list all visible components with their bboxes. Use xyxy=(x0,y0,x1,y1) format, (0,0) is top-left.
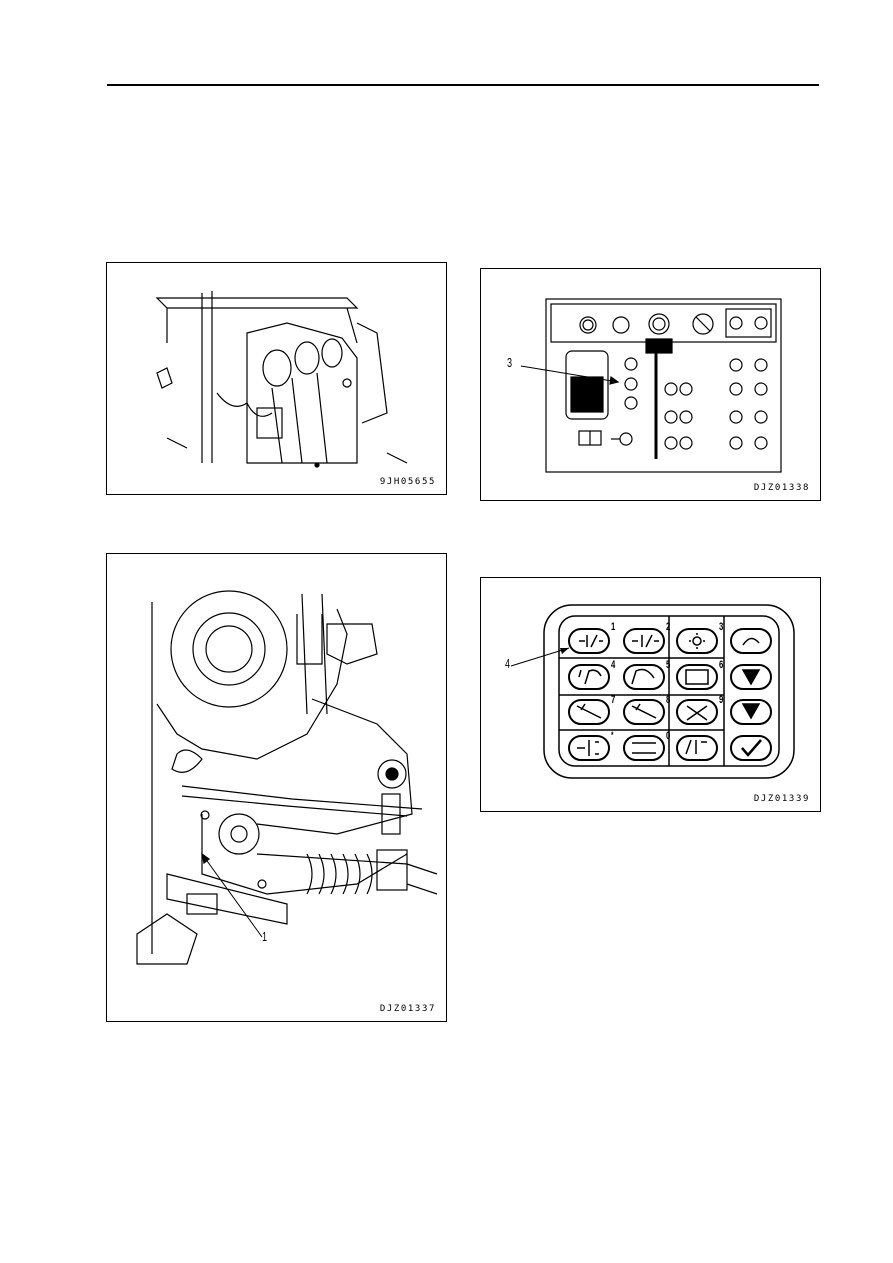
callout-4-leader xyxy=(510,647,570,667)
figure-code: 9JH05655 xyxy=(379,477,436,487)
key-number-star: * xyxy=(611,730,614,740)
figure-control-panel: 3 DJZ01338 xyxy=(480,268,821,501)
control-panel-illustration xyxy=(520,298,782,473)
key-number-5: 5 xyxy=(666,659,671,671)
figure-engine-belt: 9JH05655 xyxy=(106,262,447,495)
callout-1: 1 xyxy=(262,929,268,944)
engine-belt-illustration xyxy=(155,291,408,468)
key-number-4: 4 xyxy=(611,659,616,671)
callout-4: 4 xyxy=(505,656,511,671)
track-tensioner-illustration xyxy=(136,590,438,965)
key-number-6: 6 xyxy=(719,659,724,671)
figure-code: DJZ01338 xyxy=(753,483,810,493)
figure-code: DJZ01337 xyxy=(379,1004,436,1014)
figure-keypad: 1 2 3 4 5 6 7 8 9 * 0 4 DJZ01339 xyxy=(480,577,821,812)
callout-3: 3 xyxy=(507,355,513,370)
figure-track-tensioner: 1 DJZ01337 xyxy=(106,553,447,1022)
callout-4-arrowhead xyxy=(560,648,569,654)
key-number-7: 7 xyxy=(611,694,616,706)
key-number-1: 1 xyxy=(611,621,616,633)
keypad-illustration xyxy=(510,604,795,779)
key-number-9: 9 xyxy=(719,694,724,706)
key-number-2: 2 xyxy=(666,621,671,633)
figure-code: DJZ01339 xyxy=(753,794,810,804)
key-number-8: 8 xyxy=(666,694,671,706)
key-number-3: 3 xyxy=(719,621,724,633)
key-number-0: 0 xyxy=(666,730,671,742)
header-rule xyxy=(107,84,819,86)
